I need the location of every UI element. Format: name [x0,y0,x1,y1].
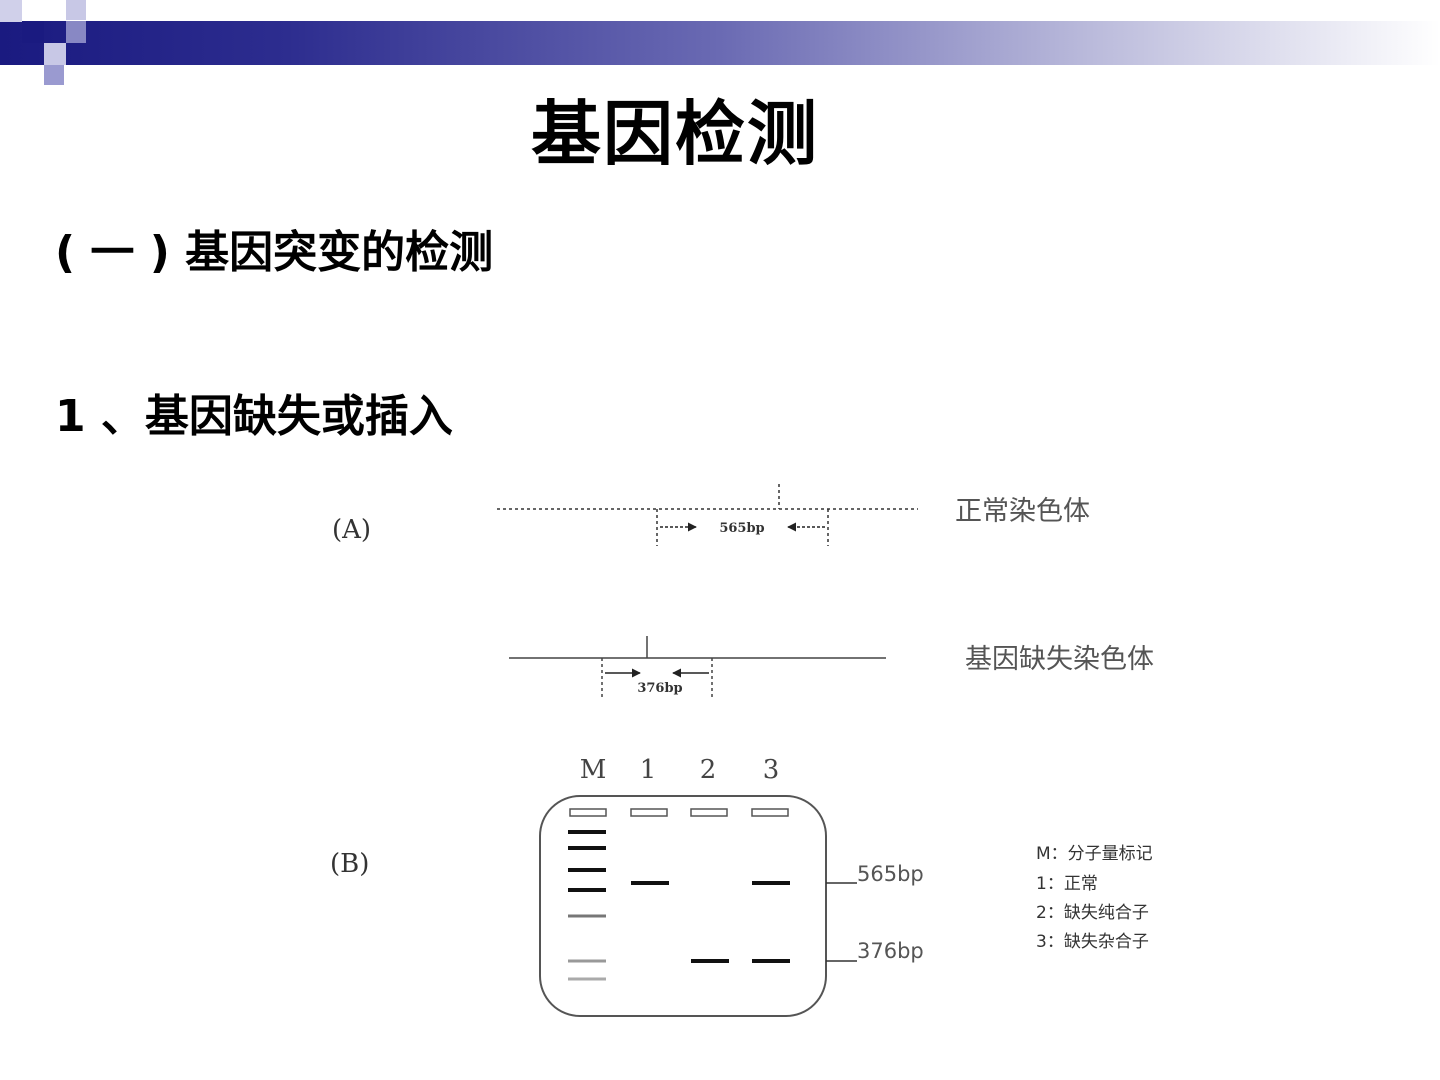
gel-well [751,808,789,817]
normal-chromosome-label: 正常染色体 [955,496,1090,527]
header-gradient-band [0,21,1440,65]
legend-item: 3：缺失杂合子 [1036,932,1149,952]
size-label-565: 565bp [857,862,924,886]
gel-well [630,808,668,817]
slide-title: 基因检测 [531,92,819,175]
normal-product-size: 565bp [719,521,764,536]
decor-square-mid [44,65,64,85]
legend-item: M：分子量标记 [1036,844,1153,864]
decor-square-light [0,0,22,22]
decor-square-mid [66,21,86,43]
decor-square-dark [22,21,44,43]
lane-label-1: 1 [640,755,657,785]
decor-square-light [44,43,66,65]
lane-label-m: M [580,755,607,785]
gel-outline [539,795,827,1017]
size-label-376: 376bp [857,939,924,963]
deletion-product-size: 376bp [637,681,682,696]
panel-b-label: (B) [330,849,369,879]
lane-label-3: 3 [763,755,780,785]
legend-item: 2：缺失纯合子 [1036,903,1149,923]
lane-label-2: 2 [700,755,717,785]
legend-item: 1：正常 [1036,874,1098,894]
gel-well [569,808,607,817]
gel-well [690,808,728,817]
subsection-heading: 1 、基因缺失或插入 [55,391,453,442]
deletion-chromosome-label: 基因缺失染色体 [965,644,1154,675]
section-heading: ( 一 ) 基因突变的检测 [55,227,494,278]
panel-a-label: (A) [332,515,371,545]
decor-square-light [66,0,86,20]
